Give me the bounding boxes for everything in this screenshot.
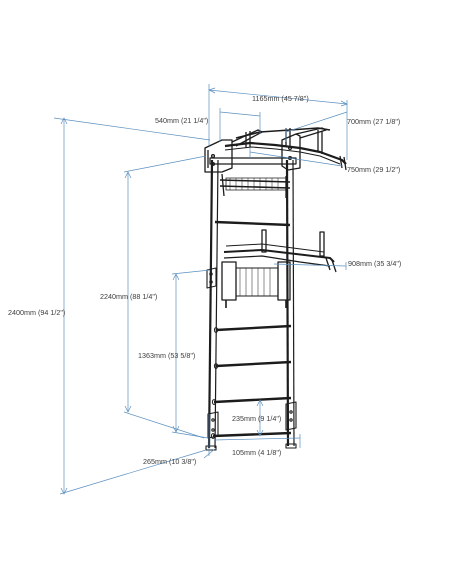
dimension-lines [53,84,348,495]
label-bar-width: 540mm (21 1/4") [155,116,208,125]
dip-station [221,229,337,308]
wall-brackets [205,267,297,451]
left-foot [205,445,217,451]
label-dip-depth: 908mm (35 3/4") [348,259,401,268]
label-height-bar: 2240mm (88 1/4") [100,292,157,301]
low-wall-bracket-right [285,401,297,431]
label-wall-offset: 105mm (4 1/8") [232,448,281,457]
rung-2 [215,324,292,332]
top-cap [209,157,297,165]
mid-wall-bracket [206,267,217,289]
label-foot-depth: 265mm (10 3/8") [143,457,196,466]
label-bar-depth-top: 700mm (27 1/8") [347,117,400,126]
label-height-total: 2400mm (94 1/2") [8,308,65,317]
label-rung-spacing: 235mm (9 1/4") [232,414,281,423]
label-height-dip: 1363mm (53 5/8") [138,351,195,360]
rungs [210,220,292,439]
dimension-labels: 1165mm (45 7/8") 540mm (21 1/4") 700mm (… [8,94,401,466]
wall-bar-frame [204,127,347,451]
rung-1 [214,220,291,227]
label-bar-depth-bottom: 750mm (29 1/2") [347,165,400,174]
rung-5 [212,431,292,438]
low-wall-bracket-left [207,411,219,439]
rung-3 [215,360,292,368]
pull-up-bar [204,127,347,198]
right-foot [285,443,297,449]
label-width-total: 1165mm (45 7/8") [252,94,309,103]
rung-4 [213,396,292,404]
